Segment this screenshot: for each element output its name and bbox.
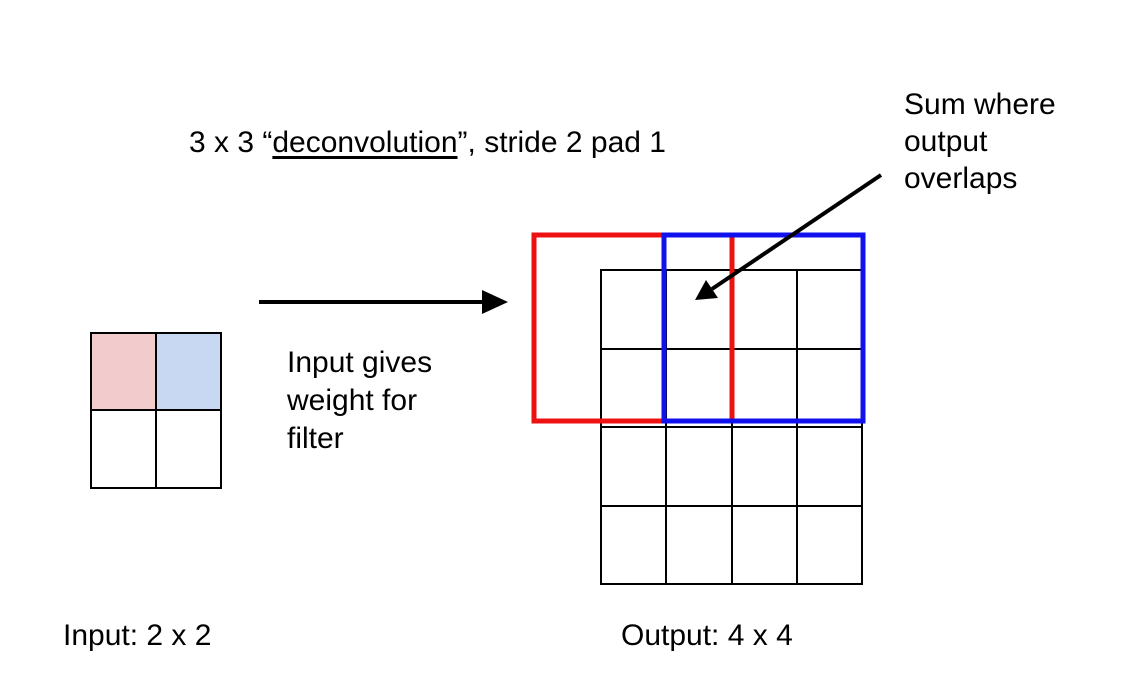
note-line: filter xyxy=(287,422,344,455)
input-to-output-arrow xyxy=(259,290,508,314)
note-line: Sum where xyxy=(904,88,1056,121)
output-caption: Output: 4 x 4 xyxy=(621,619,793,652)
input-weight-note: Input gives weight for filter xyxy=(287,344,432,458)
overlap-arrow xyxy=(695,173,883,300)
diagram-title: 3 x 3 “deconvolution”, stride 2 pad 1 xyxy=(189,124,666,161)
title-underlined-term: deconvolution xyxy=(272,126,458,159)
note-line: Input gives xyxy=(287,346,433,379)
title-prefix: 3 x 3 “ xyxy=(189,126,273,159)
title-suffix: ”, stride 2 pad 1 xyxy=(457,126,666,159)
input-grid xyxy=(90,332,222,489)
note-line: overlaps xyxy=(904,162,1018,195)
note-line: output xyxy=(904,125,988,158)
input-cell xyxy=(90,409,157,489)
input-cell xyxy=(155,409,222,489)
blue-filter-footprint xyxy=(661,232,866,424)
input-caption: Input: 2 x 2 xyxy=(63,619,212,652)
sum-overlap-note: Sum where output overlaps xyxy=(904,86,1056,197)
red-filter-footprint xyxy=(531,232,735,424)
note-line: weight for xyxy=(287,384,418,417)
input-cell-blue xyxy=(155,332,222,411)
input-cell-red xyxy=(90,332,157,411)
